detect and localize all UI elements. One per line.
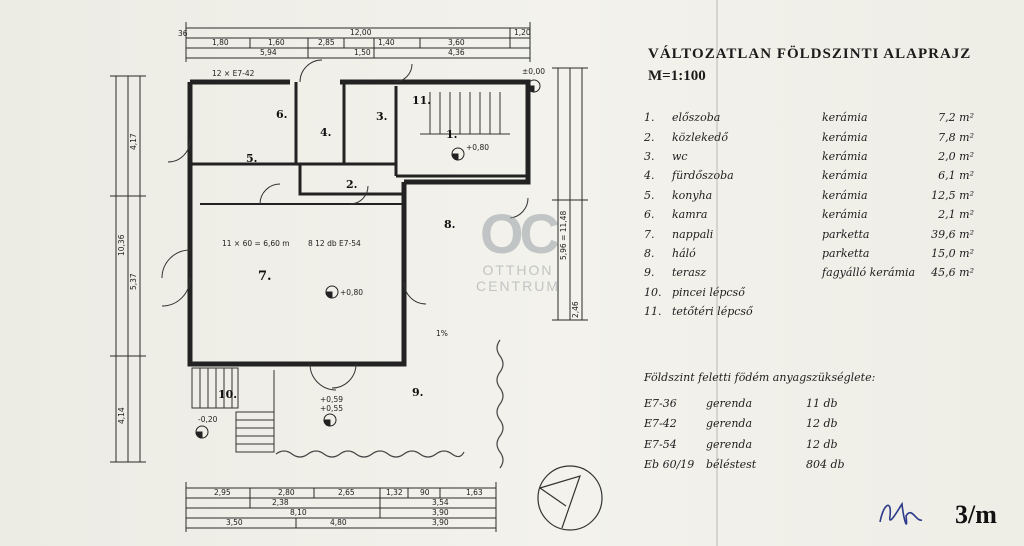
dim-bot-1c: 2,65 (338, 488, 355, 497)
north-arrow-icon (537, 465, 603, 531)
room-number-7: 7. (258, 269, 272, 284)
signature (879, 501, 923, 525)
dim-left-a: 4,17 (129, 133, 138, 150)
dim-top-right: 1,20 (514, 28, 531, 37)
dim-bot-4a: 3,50 (226, 518, 243, 527)
dim-top-3a: 5,94 (260, 48, 277, 57)
watermark: OC OTTHON CENTRUM (476, 202, 560, 295)
plan-scale: M=1:100 (648, 68, 706, 84)
dim-bot-1f: 1,63 (466, 488, 483, 497)
dim-bot-4b: 4,80 (330, 518, 347, 527)
slope-label: 1% (436, 329, 448, 338)
page-number: 3/m (955, 500, 997, 529)
dim-top-3b: 1,50 (354, 48, 371, 57)
dim-bot-1e: 90 (420, 488, 430, 497)
room-number-6: 6. (276, 108, 287, 121)
room-number-1: 1. (446, 128, 457, 141)
room-number-4: 4. (320, 126, 331, 139)
level-room1: +0,80 (466, 143, 489, 152)
room-row: 11.tetőtéri lépcső (644, 305, 753, 319)
dim-left-c: 5,37 (129, 273, 138, 290)
room-row: 10.pincei lépcső (644, 285, 745, 299)
dim-right-a: 5,96 = 11,48 (559, 211, 568, 260)
beam-label-mid: 11 × 60 = 6,60 m (222, 239, 290, 248)
watermark-line1: OTTHON (482, 262, 554, 278)
watermark-logo: OC (480, 202, 560, 265)
room-number-8: 8. (444, 218, 455, 231)
dim-bot-2b: 3,54 (432, 498, 449, 507)
dim-bot-2a: 2,38 (272, 498, 289, 507)
level-terrace-1: +0,59 (320, 395, 343, 404)
dim-top-2b: 1,60 (268, 38, 285, 47)
dim-top-left: 36 (178, 29, 188, 38)
dim-bot-1a: 2,95 (214, 488, 231, 497)
dim-bot-1b: 2,80 (278, 488, 295, 497)
dim-top-total: 12,00 (350, 28, 372, 37)
room-number-11: 11. (412, 94, 431, 107)
dim-left-b: 10,36 (117, 234, 126, 256)
beam-label-top: 12 × E7-42 (212, 69, 255, 78)
dim-top-2a: 1,80 (212, 38, 229, 47)
dim-top-2d: 1,40 (378, 38, 395, 47)
dim-left-d: 4,14 (117, 407, 126, 424)
level-top: ±0,00 (522, 67, 545, 76)
watermark-line2: CENTRUM (476, 278, 560, 294)
materials-title: Földszint feletti födém anyagszükséglete… (644, 371, 876, 384)
room-number-9: 9. (412, 386, 423, 399)
paper-fold (716, 0, 718, 546)
dim-right-b: 2,46 (571, 301, 580, 318)
dim-bot-1d: 1,32 (386, 488, 403, 497)
dim-top-3c: 4,36 (448, 48, 465, 57)
dim-top-2e: 3,60 (448, 38, 465, 47)
room-number-5: 5. (246, 152, 257, 165)
plan-title: VÁLTOZATLAN FÖLDSZINTI ALAPRAJZ (648, 46, 972, 62)
dim-bot-3b: 3,90 (432, 508, 449, 517)
level-cellar: -0,20 (198, 415, 218, 424)
dim-bot-3a: 8,10 (290, 508, 307, 517)
room-number-3: 3. (376, 110, 387, 123)
dim-bot-4c: 3,90 (432, 518, 449, 527)
level-terrace-2: +0,55 (320, 404, 343, 413)
beam-label-mid2: 8 12 db E7-54 (308, 239, 361, 248)
room-number-10: 10. (218, 388, 237, 401)
level-room7: +0,80 (340, 288, 363, 297)
dim-top-2c: 2,85 (318, 38, 335, 47)
room-number-2: 2. (346, 178, 357, 191)
